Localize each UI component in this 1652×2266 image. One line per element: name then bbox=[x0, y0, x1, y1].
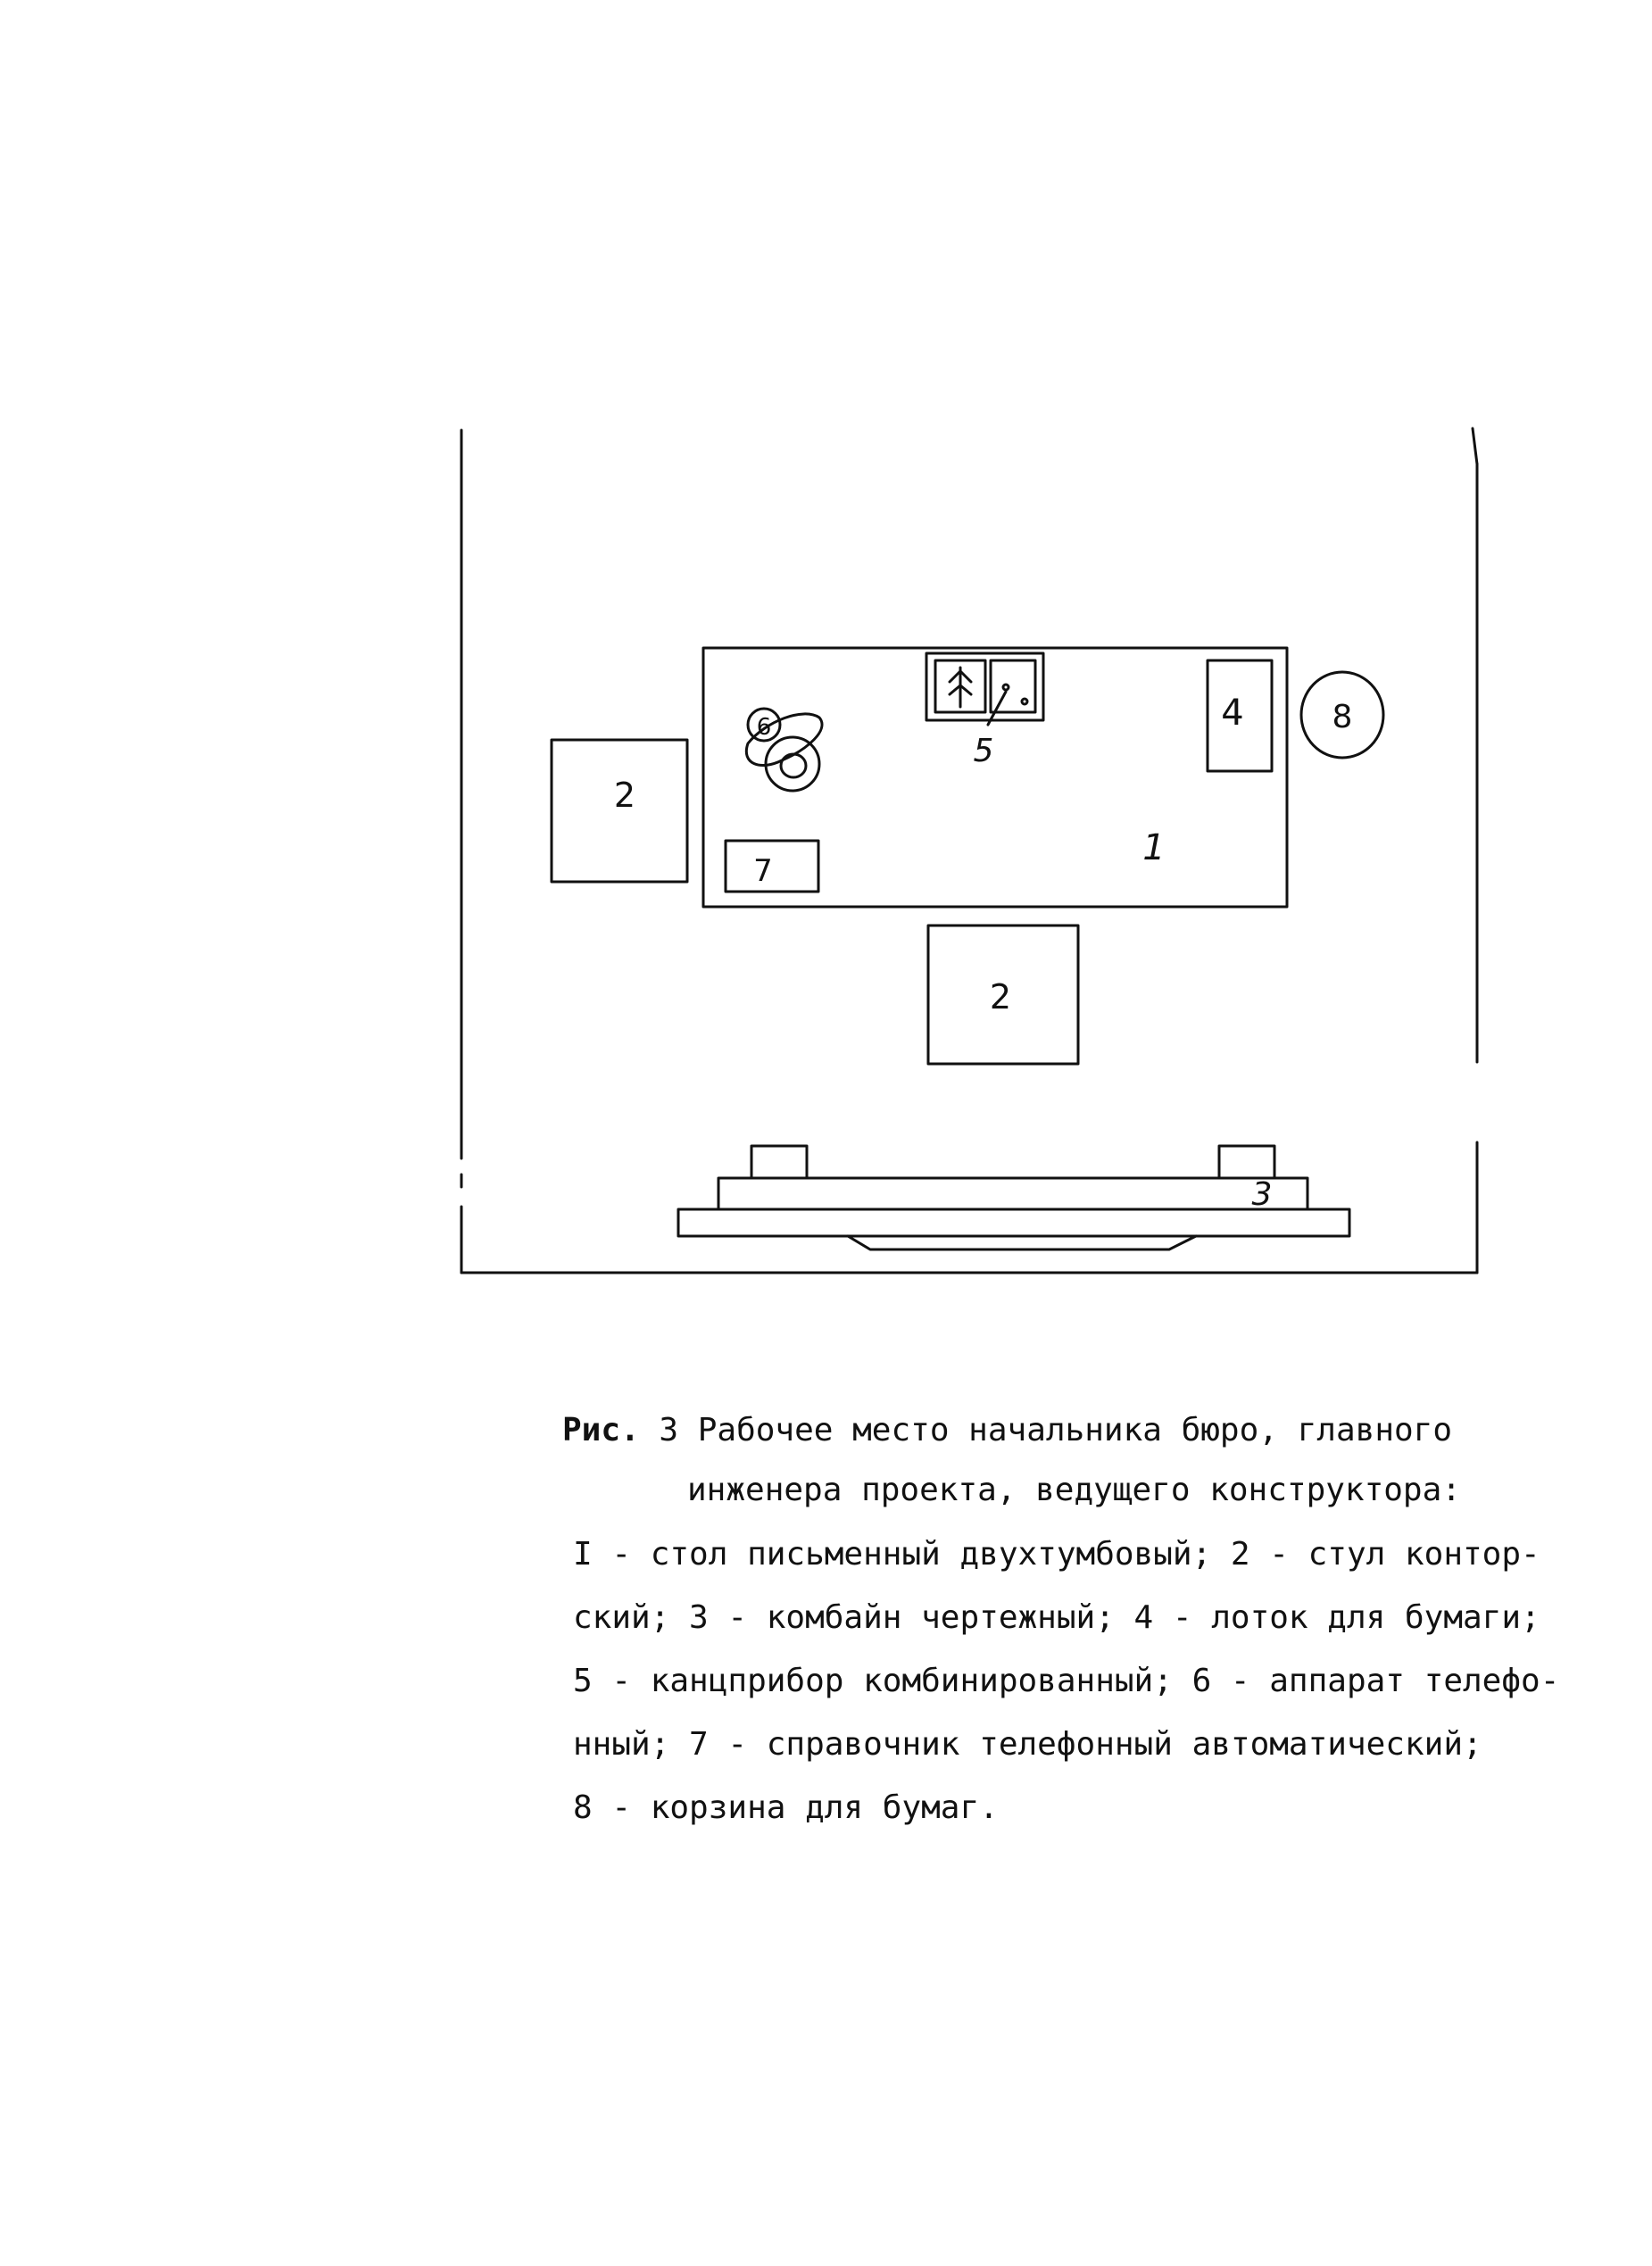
wastebasket bbox=[1299, 670, 1385, 759]
caption-line-6: нный; 7 - справочник телефонный автомати… bbox=[573, 1726, 1482, 1763]
caption-title: 3 Рабочее место начальника бюро, главног… bbox=[659, 1412, 1453, 1448]
room-walls bbox=[460, 427, 1479, 1274]
caption-line-1: Рис. 3 Рабочее место начальника бюро, гл… bbox=[562, 1415, 1452, 1447]
label-phone-directory: 7 bbox=[753, 853, 773, 889]
label-chair-left: 2 bbox=[614, 776, 635, 815]
chair-front bbox=[926, 924, 1080, 1066]
figure-label: Рис. bbox=[562, 1412, 640, 1448]
label-telephone: 6 bbox=[757, 714, 772, 741]
stationery-set bbox=[925, 652, 1045, 726]
label-paper-tray: 4 bbox=[1221, 693, 1243, 734]
label-drafting-combine: 3 bbox=[1252, 1176, 1273, 1213]
drafting-combine bbox=[677, 1144, 1351, 1251]
chair-left bbox=[550, 738, 689, 884]
paper-tray bbox=[1206, 659, 1274, 773]
telephone bbox=[744, 707, 824, 793]
label-wastebasket: 8 bbox=[1332, 699, 1353, 735]
label-stationery-set: 5 bbox=[974, 733, 994, 769]
caption-line-4: ский; 3 - комбайн чертежный; 4 - лоток д… bbox=[573, 1599, 1540, 1636]
caption-line-3: I - стол письменный двухтумбовый; 2 - ст… bbox=[573, 1536, 1540, 1573]
phone-directory bbox=[724, 839, 820, 893]
caption-line-2: инженера проекта, ведущего конструктора: bbox=[687, 1472, 1461, 1508]
label-chair-front: 2 bbox=[990, 977, 1011, 1017]
caption-line-5: 5 - канцприбор комбинированный; 6 - аппа… bbox=[573, 1663, 1560, 1699]
desk bbox=[701, 646, 1289, 909]
label-desk: 1 bbox=[1142, 827, 1165, 868]
caption-line-7: 8 - корзина для бумаг. bbox=[573, 1789, 999, 1826]
